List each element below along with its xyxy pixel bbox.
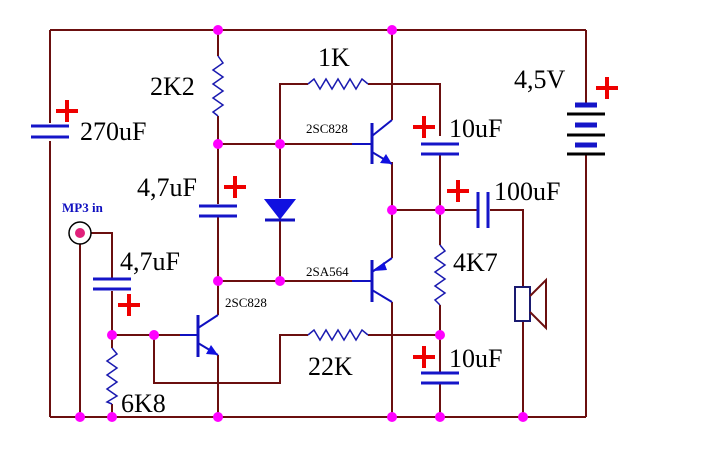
transistor-2sc828-upper: 2SC828 — [306, 119, 393, 165]
diode — [263, 199, 297, 222]
plus-icon — [596, 77, 618, 99]
junction-dot — [435, 330, 445, 340]
capacitor-10uf-top-label: 10uF — [449, 114, 502, 143]
plus-icon — [413, 116, 435, 138]
junction-dot — [213, 139, 223, 149]
junction-dot — [435, 412, 445, 422]
wire-1k-left — [279, 83, 308, 144]
resistor-1k: 1K — [307, 43, 369, 91]
resistor-4k7: 4K7 — [433, 244, 498, 306]
transistor-collector-lead — [371, 119, 393, 137]
resistor-4k7-label: 4K7 — [453, 248, 498, 277]
emitter-arrow-icon — [206, 345, 218, 355]
capacitor-270uf-label: 270uF — [80, 117, 146, 146]
transistor-driver-label: 2SC828 — [225, 295, 267, 310]
wire-22k-left — [153, 334, 308, 384]
resistor-zigzag-icon — [307, 77, 369, 91]
resistor-22k: 22K — [307, 328, 369, 381]
resistor-zigzag-icon — [307, 328, 369, 342]
speaker-icon — [514, 277, 547, 331]
speaker-cone — [529, 277, 547, 331]
resistor-2k2-label: 2K2 — [150, 72, 195, 101]
transistor-collector-lead — [371, 289, 393, 303]
capacitor-4-7uf-bootstrap: 4,7uF — [137, 173, 246, 218]
diode-icon — [263, 199, 297, 220]
battery-icon: 4,5V — [514, 65, 618, 156]
junction-dot — [275, 276, 285, 286]
capacitor-100uf: 100uF — [447, 177, 560, 228]
transistor-collector-lead — [197, 314, 219, 329]
capacitor-100uf-label: 100uF — [494, 177, 560, 206]
input-jack[interactable]: MP3 in — [62, 200, 104, 245]
capacitor-4-7uf-input: 4,7uF — [93, 247, 180, 316]
junction-dot — [387, 412, 397, 422]
junction-dot — [387, 25, 397, 35]
resistor-zigzag-icon — [433, 244, 447, 306]
capacitor-270uf: 270uF — [31, 100, 146, 146]
capacitor-4-7uf-input-label: 4,7uF — [120, 247, 180, 276]
junction-dot — [149, 330, 159, 340]
plus-icon — [447, 180, 469, 202]
resistor-zigzag-icon — [105, 347, 119, 405]
junction-dot — [213, 276, 223, 286]
wire-output-cap-to-speaker — [490, 209, 524, 286]
junction-dot — [435, 205, 445, 215]
resistor-zigzag-icon — [211, 55, 225, 117]
jack-pin-icon — [75, 228, 85, 238]
plus-icon — [413, 346, 435, 368]
plus-icon — [118, 294, 140, 316]
capacitor-10uf-bottom-label: 10uF — [449, 344, 502, 373]
junction-dot — [107, 412, 117, 422]
capacitor-4-7uf-bootstrap-label: 4,7uF — [137, 173, 197, 202]
junction-dot — [75, 412, 85, 422]
wires — [49, 29, 587, 418]
junction-dot — [213, 25, 223, 35]
plus-icon — [224, 176, 246, 198]
transistor-lower-label: 2SA564 — [306, 264, 349, 279]
transistor-2sc828-driver: 2SC828 — [180, 295, 267, 357]
emitter-arrow-icon — [374, 262, 387, 271]
transistor-upper-label: 2SC828 — [306, 121, 348, 136]
junction-dot — [518, 412, 528, 422]
resistor-6k8-label: 6K8 — [121, 389, 166, 418]
capacitor-10uf-top: 10uF — [413, 114, 502, 156]
junctions — [75, 25, 528, 422]
resistor-2k2: 2K2 — [150, 55, 225, 117]
junction-dot — [387, 205, 397, 215]
plus-icon — [56, 100, 78, 122]
emitter-arrow-icon — [380, 154, 392, 164]
speaker-magnet — [514, 286, 531, 322]
resistor-1k-label: 1K — [318, 43, 350, 72]
junction-dot — [213, 412, 223, 422]
input-label: MP3 in — [62, 200, 104, 215]
capacitor-10uf-bottom: 10uF — [413, 344, 502, 385]
transistor-2sa564-lower: 2SA564 — [306, 257, 393, 303]
junction-dot — [275, 139, 285, 149]
junction-dot — [107, 330, 117, 340]
resistor-22k-label: 22K — [308, 352, 353, 381]
resistor-6k8: 6K8 — [105, 347, 166, 418]
battery-voltage-label: 4,5V — [514, 65, 566, 94]
